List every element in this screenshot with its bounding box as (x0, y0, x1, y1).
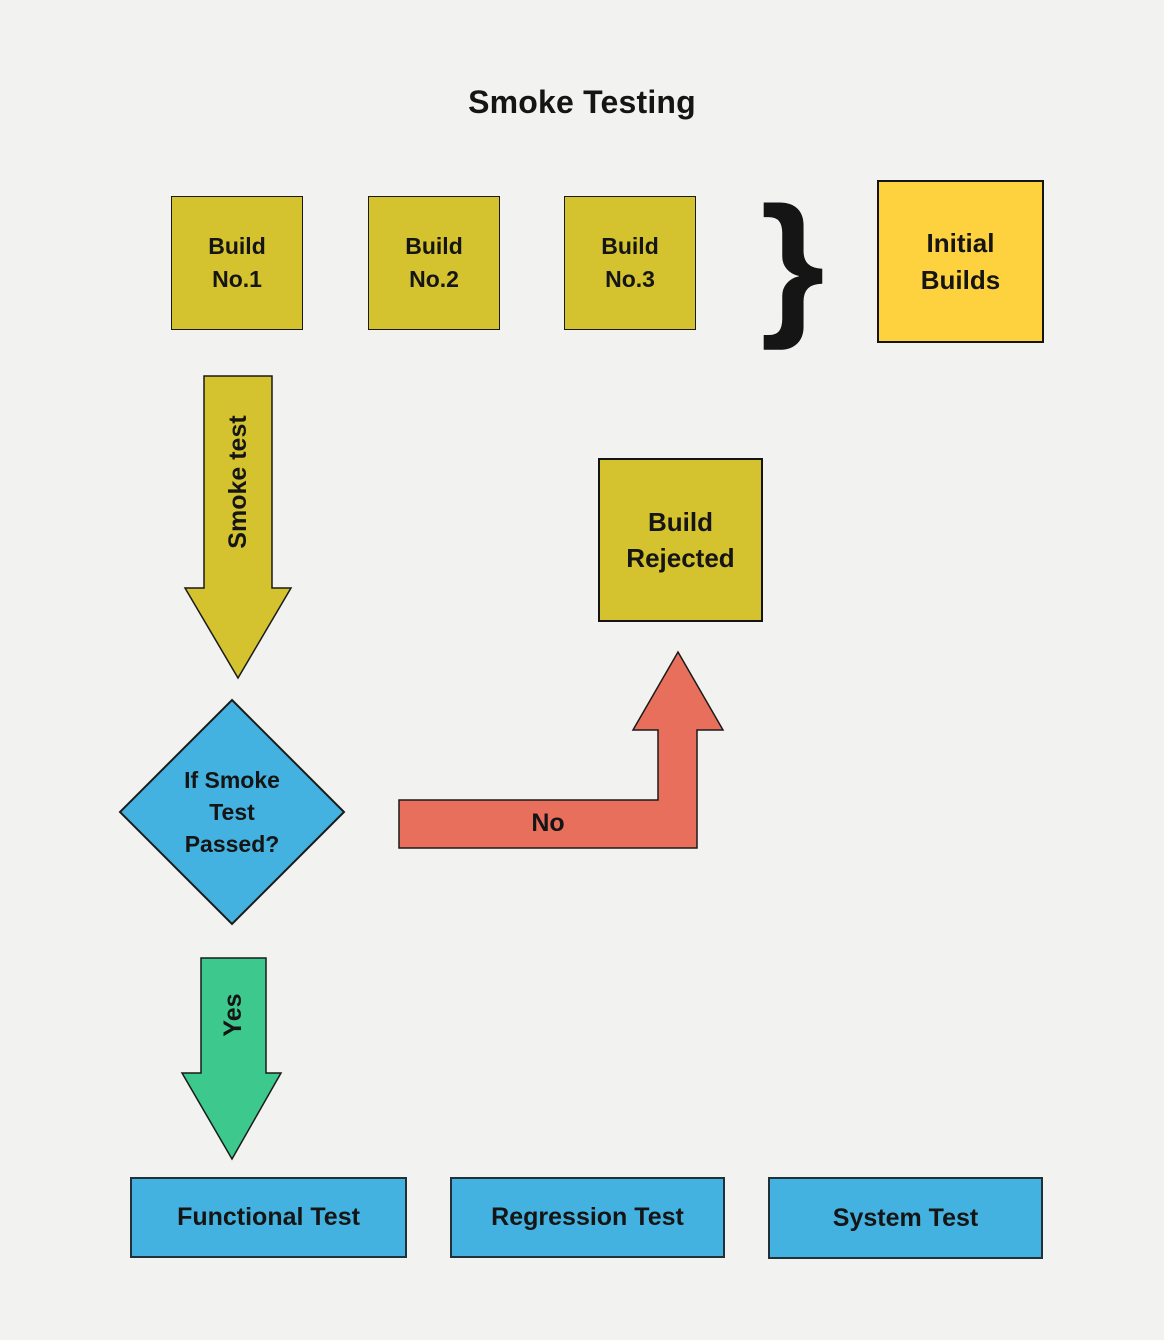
node-functional-test: Functional Test (130, 1177, 407, 1258)
decision-diamond-label: If Smoke Test Passed? (184, 766, 280, 858)
node-build-2-label: Build No.2 (405, 232, 463, 292)
smoke-test-arrow-label: Smoke test (224, 415, 252, 549)
node-build-3-label: Build No.3 (601, 232, 659, 292)
node-build-1-label: Build No.1 (208, 232, 266, 292)
curly-brace: } (760, 174, 825, 351)
node-system-test: System Test (768, 1177, 1043, 1259)
node-initial-builds-label: Initial Builds (920, 228, 1001, 295)
node-build-rejected: Build Rejected (598, 458, 763, 622)
yes-arrow (180, 957, 283, 1161)
node-build-rejected-label: Build Rejected (626, 506, 735, 573)
decision-diamond (118, 698, 346, 926)
node-regression-test: Regression Test (450, 1177, 725, 1258)
page-title: Smoke Testing (468, 84, 696, 120)
node-build-2: Build No.2 (368, 196, 500, 330)
node-functional-test-label: Functional Test (177, 1203, 360, 1231)
node-build-1: Build No.1 (171, 196, 303, 330)
yes-arrow-label: Yes (219, 993, 247, 1037)
no-arrow-label: No (531, 809, 565, 837)
node-system-test-label: System Test (832, 1203, 979, 1232)
smoke-test-arrow (183, 375, 293, 680)
node-initial-builds: Initial Builds (877, 180, 1044, 343)
node-build-3: Build No.3 (564, 196, 696, 330)
no-arrow (398, 650, 725, 849)
node-regression-test-label: Regression Test (491, 1203, 684, 1231)
